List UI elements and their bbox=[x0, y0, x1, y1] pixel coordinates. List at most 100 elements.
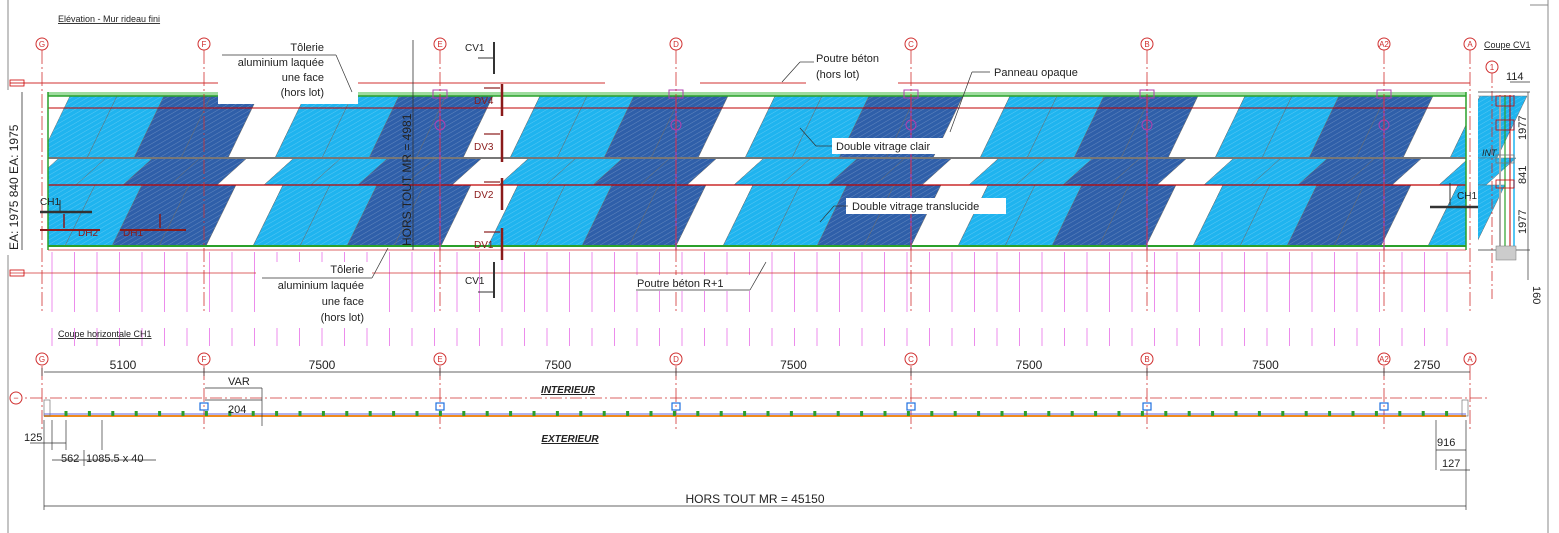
span-dimensions: 5100 7500 7500 7500 7500 7500 2750 bbox=[41, 358, 1441, 376]
coupe-cv1-dim-114: 114 bbox=[1506, 71, 1524, 83]
span-dim-label: 7500 bbox=[309, 358, 336, 372]
grid-bubble bbox=[197, 37, 211, 51]
ch1-right-mark: CH1 bbox=[1430, 183, 1478, 209]
cv1-top-label: CV1 bbox=[465, 43, 485, 54]
grid-bubble-label: A bbox=[1467, 40, 1473, 49]
poutre-beton-line1: Poutre béton bbox=[816, 53, 879, 65]
section-grid-bubble-label: B bbox=[1144, 355, 1149, 364]
elevation-title: Elévation - Mur rideau fini bbox=[58, 14, 160, 24]
hors-tout-horizontal: HORS TOUT MR = 45150 bbox=[44, 492, 1466, 507]
span-dim-label: 7500 bbox=[1252, 358, 1279, 372]
grid-axes-elevation: G F E D C B A2 A bbox=[35, 37, 1477, 312]
grid-bubble-label: C bbox=[908, 40, 914, 49]
curtain-wall-panels bbox=[0, 90, 1528, 255]
span-dim-label: 7500 bbox=[545, 358, 572, 372]
dim-127: 127 bbox=[1442, 458, 1460, 470]
toles-bottom-line4: (hors lot) bbox=[321, 312, 364, 324]
dim-125: 125 bbox=[24, 432, 42, 444]
toles-top-line4: (hors lot) bbox=[281, 87, 324, 99]
grid-bubble bbox=[904, 37, 918, 51]
beams bbox=[47, 92, 1467, 250]
section-plan: − INTERIEUR EXTERIEUR VAR 204 bbox=[9, 376, 1490, 445]
coupe-cv1-dim-1977b: 1977 bbox=[1517, 210, 1529, 234]
coupe-cv1: Coupe CV1 1 INT 114 1977 841 1977 160 bbox=[1478, 40, 1542, 304]
coupe-cv1-dim-841: 841 bbox=[1517, 166, 1529, 184]
section-grid-bubble bbox=[1463, 352, 1477, 366]
coupe-cv1-int-label: INT bbox=[1482, 148, 1498, 158]
grid-bubble-label: D bbox=[673, 40, 679, 49]
interieur-label: INTERIEUR bbox=[541, 385, 596, 396]
section-grid-bubble bbox=[1377, 352, 1391, 366]
dv-label: DV4 bbox=[474, 96, 494, 107]
section-grid-bubble-label: E bbox=[437, 355, 442, 364]
coupe-cv1-dim-160: 160 bbox=[1530, 286, 1542, 304]
dim-916: 916 bbox=[1437, 437, 1455, 449]
grid-bubble bbox=[1377, 37, 1391, 51]
coupe-cv1-title: Coupe CV1 bbox=[1484, 40, 1531, 50]
dh1-label: DH1 bbox=[123, 228, 143, 239]
dim-1085: 1085.5 x 40 bbox=[86, 453, 144, 465]
poutre-beton-r1-label: Poutre béton R+1 bbox=[637, 278, 724, 290]
section-grid-bubble-label: F bbox=[202, 355, 207, 364]
section-grid-bubble bbox=[1140, 352, 1154, 366]
span-dim-label: 7500 bbox=[780, 358, 807, 372]
grid-bubble-label: A2 bbox=[1379, 40, 1389, 49]
toles-bottom-line2: aluminium laquée bbox=[278, 280, 364, 292]
span-dim-label: 7500 bbox=[1016, 358, 1043, 372]
horizontal-section-title: Coupe horizontale CH1 bbox=[58, 329, 152, 339]
toles-bottom-line1: Tôlerie bbox=[330, 264, 364, 276]
toles-top-line3: une face bbox=[282, 72, 324, 84]
double-vitrage-translucide-label: Double vitrage translucide bbox=[852, 201, 979, 213]
dv-label: DV1 bbox=[474, 240, 494, 251]
exterieur-label: EXTERIEUR bbox=[541, 434, 599, 445]
hors-tout-vertical-text: HORS TOUT MR = 4981 bbox=[400, 113, 414, 246]
grid-bubble bbox=[35, 37, 49, 51]
toles-top-line2: aluminium laquée bbox=[238, 57, 324, 69]
minus-bubble bbox=[9, 391, 23, 405]
section-grid-bubble bbox=[35, 352, 49, 366]
ch1-right-label: CH1 bbox=[1457, 191, 1477, 202]
dim-562: 562 bbox=[61, 453, 79, 465]
elevation-guide-lines bbox=[51, 252, 1448, 346]
var-label: VAR bbox=[228, 376, 250, 388]
double-vitrage-clair-label: Double vitrage clair bbox=[836, 141, 930, 153]
cv1-section-marks: CV1 CV1 bbox=[465, 42, 495, 298]
minus-bubble-label: − bbox=[13, 393, 18, 403]
toles-top-line1: Tôlerie bbox=[290, 42, 324, 54]
hors-tout-vertical: HORS TOUT MR = 4981 bbox=[400, 40, 414, 250]
coupe-cv1-bubble-label: 1 bbox=[1490, 63, 1495, 72]
grid-bubble-label: F bbox=[202, 40, 207, 49]
bottom-right-dims: 916 127 bbox=[1435, 420, 1470, 510]
grid-bubble-label: B bbox=[1144, 40, 1149, 49]
hors-tout-horizontal-text: HORS TOUT MR = 45150 bbox=[685, 492, 824, 506]
ch1-left-label: CH1 bbox=[40, 197, 60, 208]
section-grid-bubble-label: G bbox=[39, 355, 45, 364]
section-grid-bubble bbox=[433, 352, 447, 366]
cv1-bottom-label: CV1 bbox=[465, 276, 485, 287]
left-vertical-dimension: EA: 1975 840 EA: 1975 bbox=[7, 92, 23, 250]
dv-label: DV3 bbox=[474, 142, 494, 153]
grid-bubble bbox=[1463, 37, 1477, 51]
ch1-left-mark: CH1 DH2 DH1 bbox=[40, 197, 186, 239]
annotations: Tôlerie aluminium laquée une face (hors … bbox=[218, 40, 1098, 324]
section-grid-bubble bbox=[669, 352, 683, 366]
coupe-cv1-dim-1977a: 1977 bbox=[1517, 116, 1529, 140]
section-grid-bubble-label: A bbox=[1467, 355, 1473, 364]
panneau-opaque-label: Panneau opaque bbox=[994, 67, 1078, 79]
grid-bubble-label: E bbox=[437, 40, 442, 49]
dh2-label: DH2 bbox=[78, 228, 98, 239]
section-grid-bubble-label: A2 bbox=[1379, 355, 1389, 364]
grid-bubble bbox=[669, 37, 683, 51]
span-dim-label: 5100 bbox=[110, 358, 137, 372]
bottom-left-dims: 125 562 1085.5 x 40 bbox=[24, 420, 156, 510]
section-grid-bubble bbox=[197, 352, 211, 366]
poutre-beton-line2: (hors lot) bbox=[816, 69, 859, 81]
section-grid-bubble-label: D bbox=[673, 355, 679, 364]
span-dim-label: 2750 bbox=[1414, 358, 1441, 372]
grid-bubble bbox=[1140, 37, 1154, 51]
grid-bubble-label: G bbox=[39, 40, 45, 49]
var-dim: 204 bbox=[228, 404, 246, 416]
